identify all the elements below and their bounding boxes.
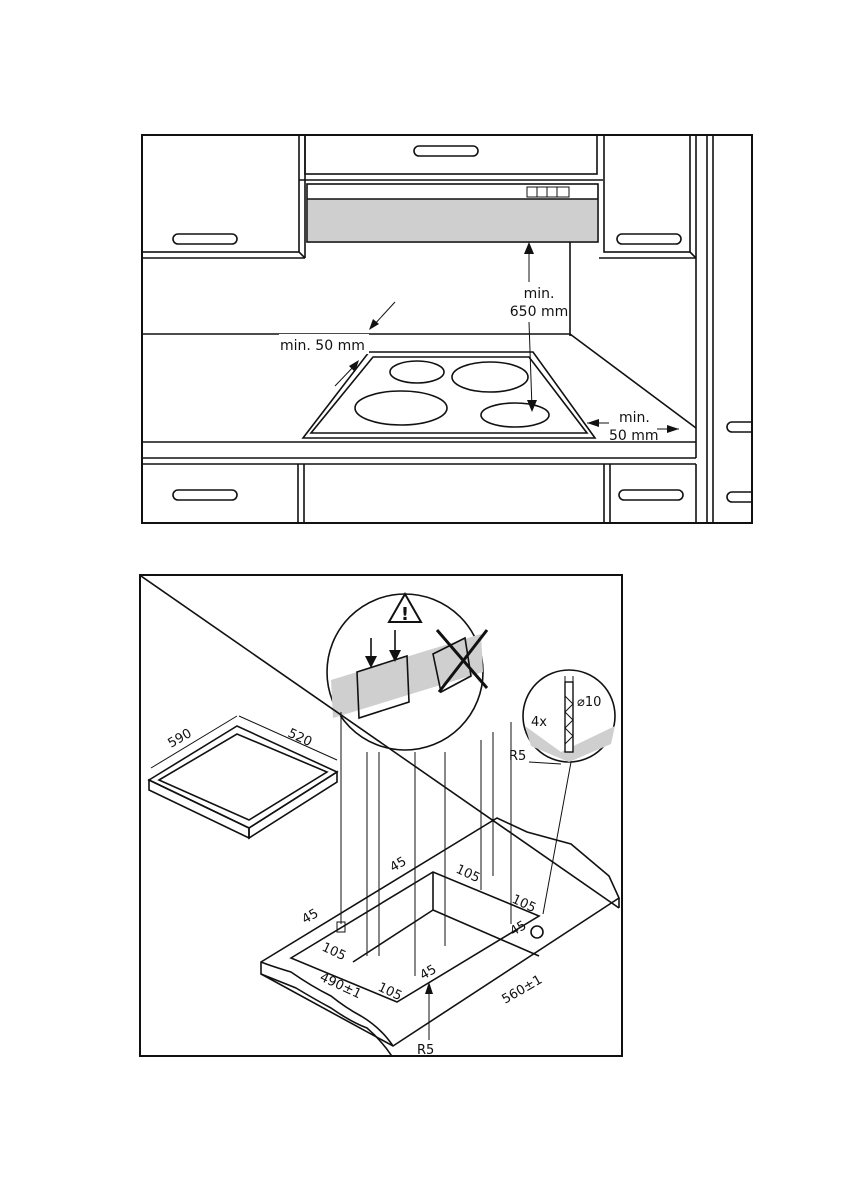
hood-clearance-label-1: min. — [524, 286, 555, 302]
hood-clearance-label-2: 650 mm — [510, 304, 568, 320]
cabinet-handle — [173, 234, 237, 244]
side-clearance-label-2: 50 mm — [609, 428, 659, 444]
drill-detail: ⌀10 4x — [523, 670, 615, 762]
side-clearance-label-1: min. — [619, 410, 650, 426]
cutout-illustration: 590 520 ! ⌀10 4x R5 — [141, 576, 623, 1057]
cabinet-handle — [617, 234, 681, 244]
svg-text:!: ! — [401, 604, 409, 625]
dim-45-left: 45 — [300, 906, 322, 927]
cutout-dimension-diagram: 590 520 ! ⌀10 4x R5 — [139, 574, 623, 1057]
hob-outline — [303, 352, 595, 438]
upper-middle-cabinet — [305, 136, 597, 174]
hood-controls — [527, 187, 569, 197]
hob-width-label: 590 — [166, 726, 195, 751]
dim-105-right: 105 — [509, 892, 538, 916]
dim-45-top: 45 — [388, 854, 410, 875]
drill-diameter-label: ⌀10 — [577, 695, 601, 710]
cooking-zone — [390, 361, 444, 383]
radius-top-label: R5 — [509, 749, 526, 764]
dim-45-bottom: 45 — [418, 962, 440, 983]
cabinet-handle — [173, 490, 237, 500]
cabinet-handle — [727, 422, 753, 432]
kitchen-illustration: min. 650 mm min. 50 mm min. 50 mm — [143, 136, 753, 524]
radius-bottom-label: R5 — [417, 1043, 434, 1057]
cooking-zone — [452, 362, 528, 392]
hob-depth-label: 520 — [285, 726, 314, 750]
clip-warning-detail: ! — [327, 594, 487, 750]
cooking-zone — [355, 391, 447, 425]
cutout-depth-label: 490±1 — [317, 970, 363, 1002]
cooking-zone — [481, 403, 549, 427]
dim-105-left: 105 — [319, 940, 348, 964]
drill-count-label: 4x — [531, 715, 547, 730]
cabinet-handle — [727, 492, 753, 502]
cabinet-handle — [619, 490, 683, 500]
installation-clearance-diagram: min. 650 mm min. 50 mm min. 50 mm — [141, 134, 753, 524]
back-clearance-label: min. 50 mm — [280, 338, 365, 354]
cutout-width-label: 560±1 — [500, 972, 546, 1007]
cabinet-handle — [414, 146, 478, 156]
